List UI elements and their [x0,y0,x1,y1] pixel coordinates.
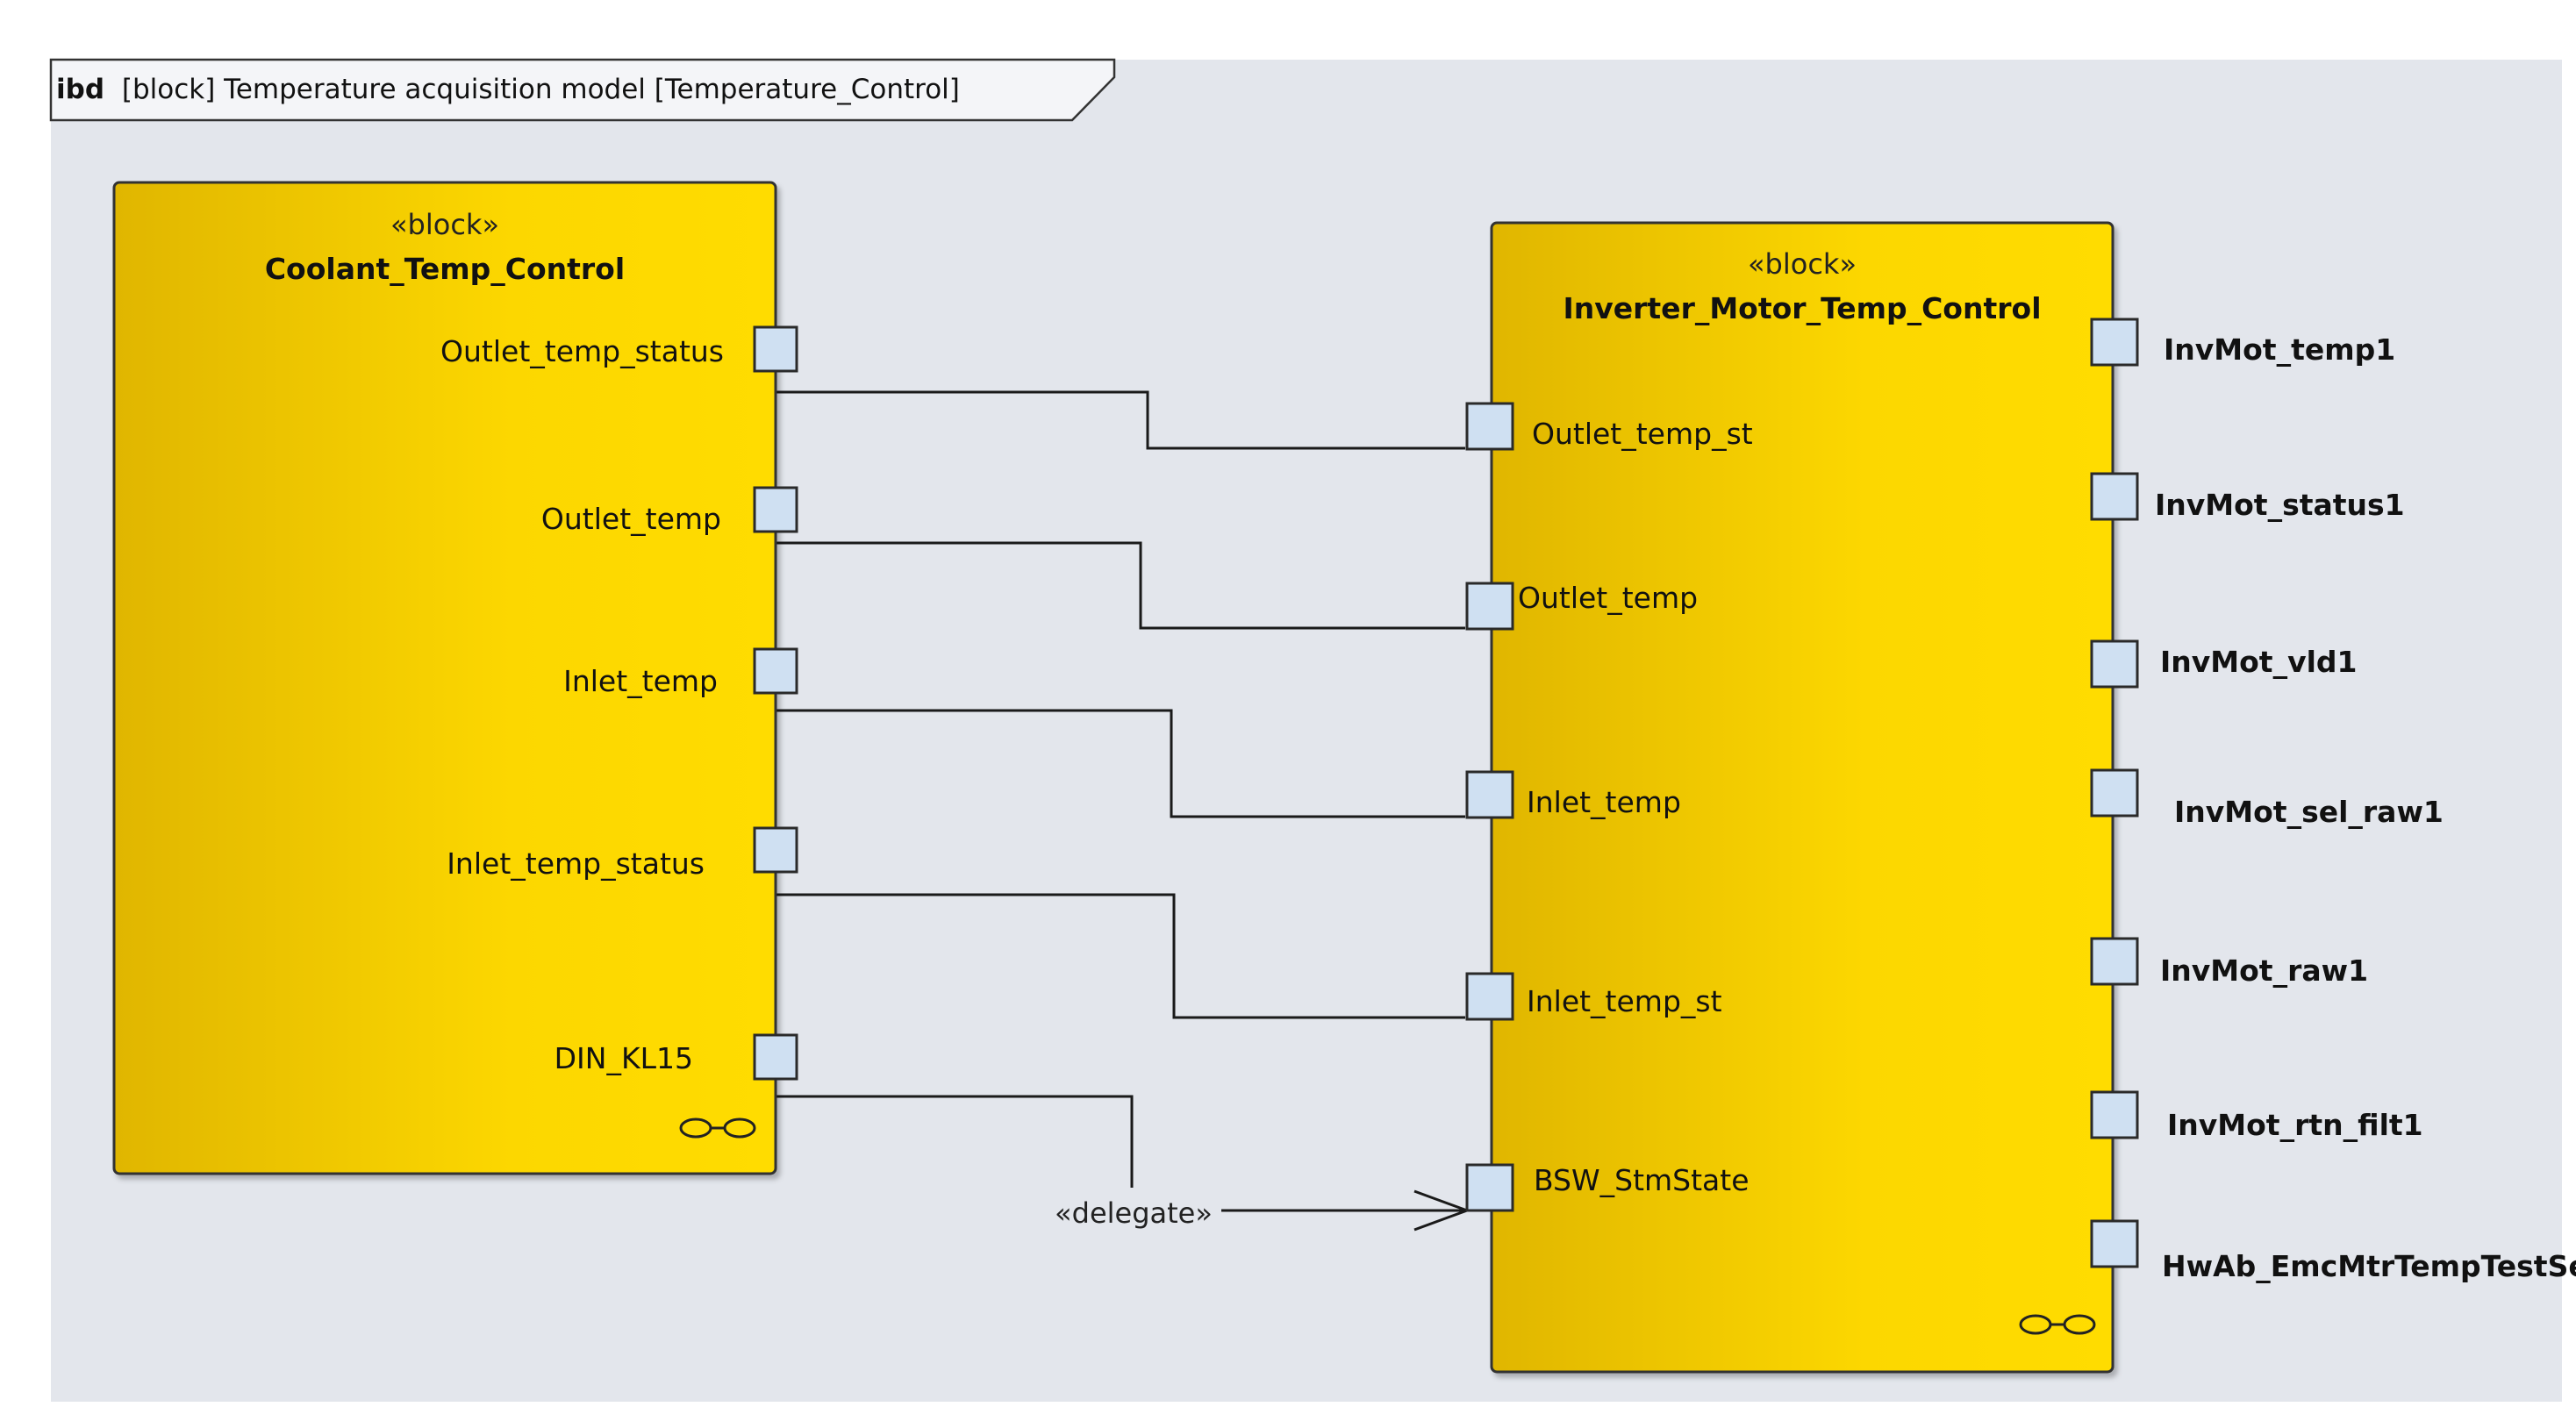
port-outlet-temp-st[interactable] [1465,402,1514,451]
port-inverter-outlet-temp[interactable] [1465,582,1514,631]
port-din-kl15[interactable] [753,1033,798,1081]
port-label-inlet-temp-st: Inlet_temp_st [1527,984,1722,1018]
port-label-invmot-rtn-filt1: InvMot_rtn_filt1 [2167,1108,2423,1142]
block-inverter-motor-temp-control[interactable]: «block» Inverter_Motor_Temp_Control Outl… [1465,221,2576,1374]
port-inlet-temp-st[interactable] [1465,972,1514,1021]
port-label-invmot-vld1: InvMot_vld1 [2160,645,2357,679]
port-label-outlet-temp-status: Outlet_temp_status [440,334,724,368]
port-outlet-temp[interactable] [753,486,798,533]
connector-outlet-temp-status[interactable] [772,390,1465,450]
port-invmot-temp1[interactable] [2090,318,2139,367]
port-label-inlet-temp: Inlet_temp [563,664,718,698]
frame-header: ibd [block] Temperature acquisition mode… [49,58,1116,122]
composite-structure-icon [2019,1314,2096,1335]
port-inlet-temp[interactable] [753,647,798,695]
frame-title: [block] Temperature acquisition model [T… [122,74,960,105]
port-invmot-sel-raw1[interactable] [2090,768,2139,818]
port-label-din-kl15: DIN_KL15 [555,1041,693,1075]
port-label-invmot-temp1: InvMot_temp1 [2164,332,2395,367]
port-hwab-emcmtrtemptestsel[interactable] [2090,1219,2139,1268]
frame-kind: ibd [56,74,104,105]
port-bsw-stmstate[interactable] [1465,1163,1514,1212]
port-label-hwab-emcmtrtemptestsel: HwAb_EmcMtrTempTestSel [2162,1249,2576,1283]
block-coolant-temp-control[interactable]: «block» Coolant_Temp_Control Outlet_temp… [112,181,798,1175]
port-label-outlet-temp: Outlet_temp [541,502,721,536]
port-label-bsw-stmstate: BSW_StmState [1534,1163,1750,1197]
connector-inlet-temp[interactable] [772,709,1465,818]
port-label-inverter-inlet-temp: Inlet_temp [1527,785,1681,819]
port-label-invmot-raw1: InvMot_raw1 [2160,953,2368,988]
port-label-outlet-temp-st: Outlet_temp_st [1532,417,1753,451]
connector-inlet-temp-status[interactable] [772,893,1465,1019]
port-label-invmot-status1: InvMot_status1 [2155,488,2405,522]
connector-delegate[interactable] [772,1095,1134,1188]
block-name: Coolant_Temp_Control [265,252,625,286]
port-label-inlet-temp-status: Inlet_temp_status [447,846,705,881]
port-inlet-temp-status[interactable] [753,826,798,874]
port-inverter-inlet-temp[interactable] [1465,770,1514,819]
delegate-stereotype-label: «delegate» [1055,1196,1213,1230]
svg-text:ibd [block] Temperature: ibd [block] Temperature acquisition mode… [56,74,960,105]
block-stereotype: «block» [1748,247,1857,281]
port-outlet-temp-status[interactable] [753,325,798,373]
port-label-inverter-outlet-temp: Outlet_temp [1518,581,1698,615]
block-name: Inverter_Motor_Temp_Control [1563,291,2041,325]
composite-structure-icon [679,1118,756,1139]
connectors: «delegate» [772,390,1471,1232]
connector-outlet-temp[interactable] [772,541,1465,630]
block-stereotype: «block» [390,208,499,241]
port-invmot-status1[interactable] [2090,472,2139,521]
port-invmot-vld1[interactable] [2090,639,2139,689]
port-invmot-raw1[interactable] [2090,937,2139,986]
port-label-invmot-sel-raw1: InvMot_sel_raw1 [2174,795,2444,829]
port-invmot-rtn-filt1[interactable] [2090,1090,2139,1139]
